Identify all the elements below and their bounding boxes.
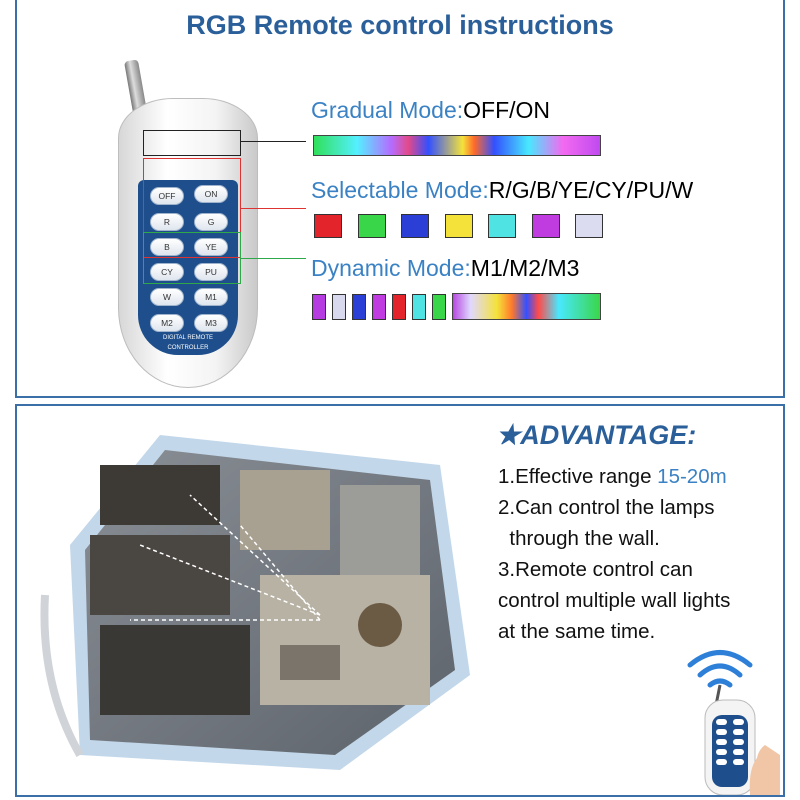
dynamic-gradient-bar xyxy=(452,293,601,320)
remote-button-ye[interactable]: YE xyxy=(194,238,228,256)
house-floorplan-image xyxy=(40,435,470,770)
advantage-item-text: 2.Can control the lamps xyxy=(498,496,715,519)
advantage-title: ★ADVANTAGE: xyxy=(496,420,696,451)
selectable-swatch xyxy=(314,214,342,238)
selectable-mode-title: Selectable Mode:R/G/B/YE/CY/PU/W xyxy=(311,177,693,204)
remote-control-image: OFF ON R G B YE CY PU W M1 M2 M3 DIGITAL… xyxy=(108,50,268,390)
dynamic-swatch xyxy=(312,294,326,320)
selectable-connector xyxy=(241,208,306,209)
advantage-item: at the same time. xyxy=(498,620,655,644)
advantage-item: 3.Remote control can xyxy=(498,558,693,582)
selectable-buttons-highlight xyxy=(143,158,241,258)
gradual-connector xyxy=(241,141,306,142)
gradual-mode-options: OFF/ON xyxy=(463,97,551,123)
selectable-swatch xyxy=(575,214,603,238)
advantage-item: control multiple wall lights xyxy=(498,589,730,613)
dynamic-swatch xyxy=(332,294,346,320)
dynamic-swatch xyxy=(392,294,406,320)
dynamic-mode-options: M1/M2/M3 xyxy=(470,255,580,281)
gradual-mode-name: Gradual Mode: xyxy=(311,97,464,123)
gradual-buttons-highlight xyxy=(143,130,241,156)
gradual-color-bar xyxy=(313,135,601,156)
advantage-item-text: 1.Effective range xyxy=(498,465,658,488)
selectable-swatch xyxy=(531,214,560,238)
remote-button-m1[interactable]: M1 xyxy=(194,288,228,306)
remote-button-w[interactable]: W xyxy=(150,288,184,306)
advantage-item-text: at the same time. xyxy=(498,620,656,643)
remote-button-g[interactable]: G xyxy=(194,213,228,231)
handheld-remote-image xyxy=(687,650,780,795)
page-title: RGB Remote control instructions xyxy=(186,10,614,40)
selectable-swatch xyxy=(444,214,473,238)
dynamic-swatch xyxy=(372,294,386,320)
remote-button-b[interactable]: B xyxy=(150,238,184,256)
dynamic-buttons-highlight xyxy=(143,232,241,284)
remote-button-on[interactable]: ON xyxy=(194,185,228,203)
selectable-swatch xyxy=(401,214,429,238)
advantage-item-text: control multiple wall lights xyxy=(498,589,731,612)
remote-button-m2[interactable]: M2 xyxy=(150,314,184,332)
advantage-item-highlight: 15-20m xyxy=(657,465,727,488)
remote-button-m3[interactable]: M3 xyxy=(194,314,228,332)
dynamic-mode-name: Dynamic Mode: xyxy=(311,255,471,281)
selectable-mode-options: R/G/B/YE/CY/PU/W xyxy=(488,177,694,203)
dynamic-swatch xyxy=(412,294,426,320)
dynamic-connector xyxy=(241,258,306,259)
selectable-swatch xyxy=(488,214,516,238)
remote-brand-label: DIGITAL REMOTE CONTROLLER xyxy=(138,333,238,353)
selectable-swatch xyxy=(357,214,386,238)
advantage-title-text: ADVANTAGE: xyxy=(520,420,697,450)
remote-label-line2: CONTROLLER xyxy=(167,345,209,351)
dynamic-mode-title: Dynamic Mode:M1/M2/M3 xyxy=(311,255,579,282)
advantage-item-text: through the wall. xyxy=(498,527,660,550)
advantage-item: 1.Effective range 15-20m xyxy=(498,465,727,489)
gradual-mode-title: Gradual Mode:OFF/ON xyxy=(311,97,550,124)
remote-button-pu[interactable]: PU xyxy=(194,263,228,281)
advantage-item-text: 3.Remote control can xyxy=(498,558,693,581)
remote-button-cy[interactable]: CY xyxy=(150,263,184,281)
advantage-item: through the wall. xyxy=(498,527,660,551)
wifi-signal-icon xyxy=(687,650,753,688)
star-icon: ★ xyxy=(496,420,521,450)
advantage-item: 2.Can control the lamps xyxy=(498,496,715,520)
selectable-mode-name: Selectable Mode: xyxy=(311,177,489,203)
remote-button-r[interactable]: R xyxy=(150,213,184,231)
dynamic-swatch xyxy=(432,294,446,320)
remote-button-off[interactable]: OFF xyxy=(150,187,184,205)
dynamic-swatch xyxy=(352,294,366,320)
remote-label-line1: DIGITAL REMOTE xyxy=(162,335,213,341)
